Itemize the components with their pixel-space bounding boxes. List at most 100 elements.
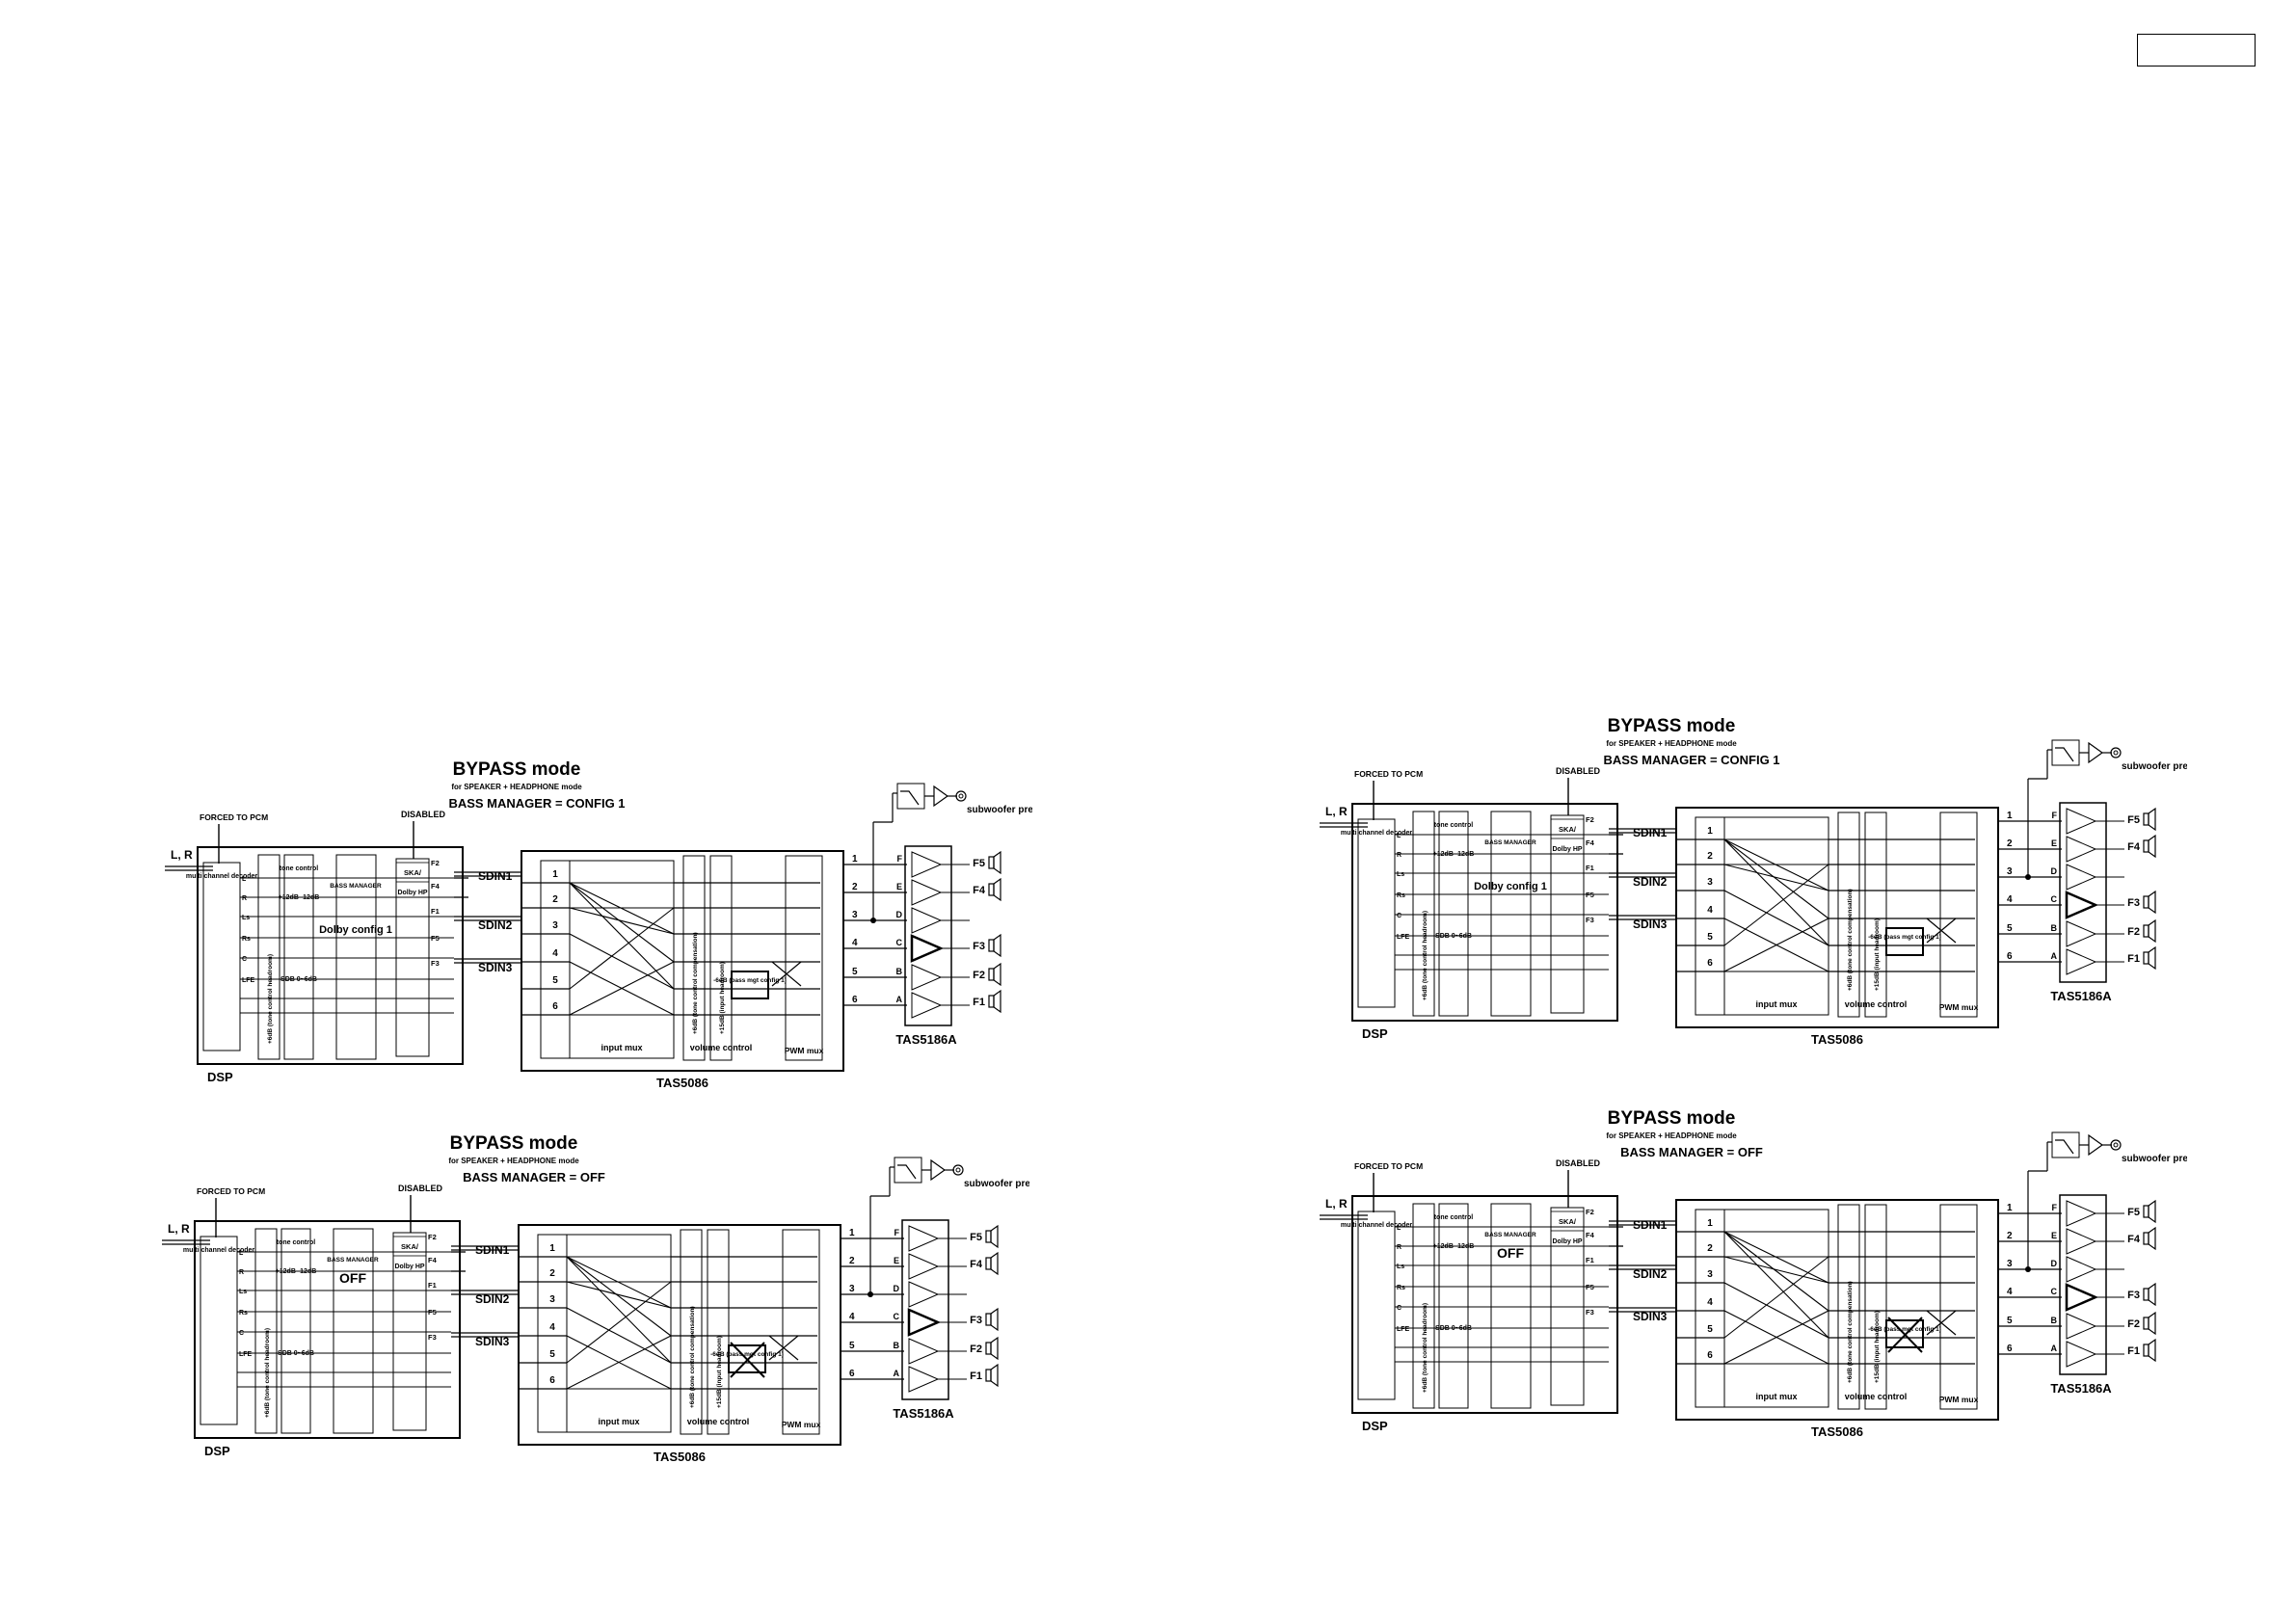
speaker-label: F3 [973, 941, 985, 952]
channel-label: Ls [1397, 871, 1404, 878]
bass-manager-setting: BASS MANAGER = OFF [463, 1170, 605, 1184]
amplifier-triangle [910, 934, 945, 963]
preamp-triangle [930, 1158, 947, 1182]
speaker-icon [2143, 1311, 2156, 1336]
speaker-icon [2143, 918, 2156, 944]
tone-control-block [283, 854, 314, 1060]
tone-comp-label: +6dB (tone control compensation) [1847, 1281, 1854, 1383]
bass-manager-mode: OFF [339, 1270, 366, 1286]
mux-input-number: 5 [549, 1349, 555, 1360]
dsp-box [194, 1220, 461, 1439]
mux-input-number: 2 [552, 894, 558, 905]
dolby-hp-label: Dolby HP [1552, 846, 1582, 853]
mux-input-number: 2 [549, 1268, 555, 1279]
pwm-mux-label: PWM mux [1939, 1395, 1979, 1404]
dolby-hp-label: Dolby HP [394, 1264, 424, 1270]
f-channel-label: F2 [1586, 815, 1594, 824]
speaker-label: F5 [2127, 1207, 2140, 1218]
pwm-mux-block [1939, 1204, 1978, 1410]
rca-jack-inner-icon [2113, 1142, 2119, 1148]
tone-comp-block [682, 855, 706, 1061]
dolby-hp-label: Dolby HP [1552, 1238, 1582, 1245]
mux-input-number: 3 [1707, 1269, 1713, 1280]
rca-jack-icon [955, 790, 967, 802]
mux-input-number: 1 [552, 869, 558, 880]
f-channel-label: F4 [1586, 838, 1595, 847]
bass-manager-block [1490, 811, 1532, 1017]
bass-mgt-label: -6dB (bass mgt config 1) [1868, 1326, 1941, 1333]
dsp-box [1351, 803, 1618, 1022]
subwoofer-label: subwoofer pre-out [964, 1179, 1029, 1189]
bass-manager-label: BASS MANAGER [1484, 1232, 1536, 1238]
input-lr-label: L, R [1325, 1197, 1348, 1211]
mux-input-number: 3 [549, 1294, 555, 1305]
amp-channel-letter: A [2051, 1344, 2058, 1353]
lowpass-filter-box [894, 1157, 922, 1184]
f-channel-label: F3 [1586, 916, 1594, 924]
amp-channel-letter: F [894, 1228, 900, 1237]
amp-channel-letter: D [2051, 1259, 2058, 1268]
amp-channel-letter: B [894, 1341, 900, 1350]
tas5086-label: TAS5086 [1811, 1032, 1863, 1047]
ska-label: SKA/ [401, 1242, 419, 1251]
speaker-icon [2143, 807, 2156, 832]
input-mux-label: input mux [601, 1043, 643, 1052]
ska-label: SKA/ [404, 868, 422, 877]
sdin-label: SDIN3 [478, 961, 513, 974]
bass-manager-block [335, 854, 377, 1060]
volume-control-label: volume control [1845, 1392, 1908, 1401]
output-number: 1 [2007, 1203, 2013, 1213]
diagram-title: BYPASS mode [450, 1133, 578, 1154]
amplifier-triangle [908, 1366, 940, 1393]
bass-mgt-box [731, 971, 769, 999]
sdin-label: SDIN2 [478, 918, 513, 932]
amplifier-triangle [908, 1281, 940, 1308]
mux-input-number: 3 [1707, 877, 1713, 888]
tone-comp-block [1837, 1204, 1860, 1410]
channel-label: Rs [1397, 892, 1405, 899]
mux-input-number: 4 [552, 948, 558, 959]
input-mux-block [1723, 1209, 1829, 1408]
tas5086-box [518, 1224, 841, 1446]
speaker-icon [988, 877, 1001, 902]
ska-sub-block [1550, 1211, 1585, 1232]
f-channel-label: F2 [431, 859, 440, 867]
f-channel-label: F1 [428, 1281, 437, 1290]
dsp-box [1351, 1195, 1618, 1414]
output-number: 5 [2007, 1316, 2013, 1326]
amplifier-triangle [911, 907, 943, 934]
channel-label: Rs [242, 936, 251, 943]
output-number: 1 [852, 854, 858, 865]
amplifier-triangle [2066, 1313, 2097, 1340]
output-number: 2 [2007, 1231, 2013, 1241]
mux-input-number: 6 [552, 1001, 558, 1012]
amplifier-triangle [911, 879, 943, 906]
amp-channel-letter: F [897, 854, 903, 864]
sdin-label: SDIN3 [1633, 1310, 1668, 1323]
bass-manager-label: BASS MANAGER [330, 883, 382, 890]
bass-mgt-box [728, 1344, 766, 1373]
speaker-icon [2143, 945, 2156, 971]
input-mux-block [569, 860, 675, 1059]
speaker-label: F1 [973, 997, 985, 1008]
decoder-label: multi channel decoder [1341, 830, 1413, 837]
bass-manager-block [333, 1228, 374, 1434]
rca-jack-icon [2110, 1139, 2122, 1151]
amp-channel-letter: D [2051, 866, 2058, 876]
tone-control-block [280, 1228, 311, 1434]
decoder-label: multi channel decoder [1341, 1222, 1413, 1229]
pwm-mux-block [782, 1229, 820, 1435]
forced-pcm-label: FORCED TO PCM [200, 812, 268, 822]
input-mux-block [566, 1234, 672, 1433]
amplifier-triangle [2066, 864, 2097, 891]
ska-sub-block [1550, 818, 1585, 839]
decoder-block [202, 862, 241, 1051]
amplifier-triangle [2065, 1283, 2099, 1312]
mux-input-number: 4 [1707, 1297, 1713, 1308]
amp-channel-letter: D [896, 910, 903, 919]
bass-mgt-box [1885, 1319, 1924, 1348]
tone-label: tone control [1434, 822, 1473, 829]
mux-input-number: 2 [1707, 851, 1713, 862]
